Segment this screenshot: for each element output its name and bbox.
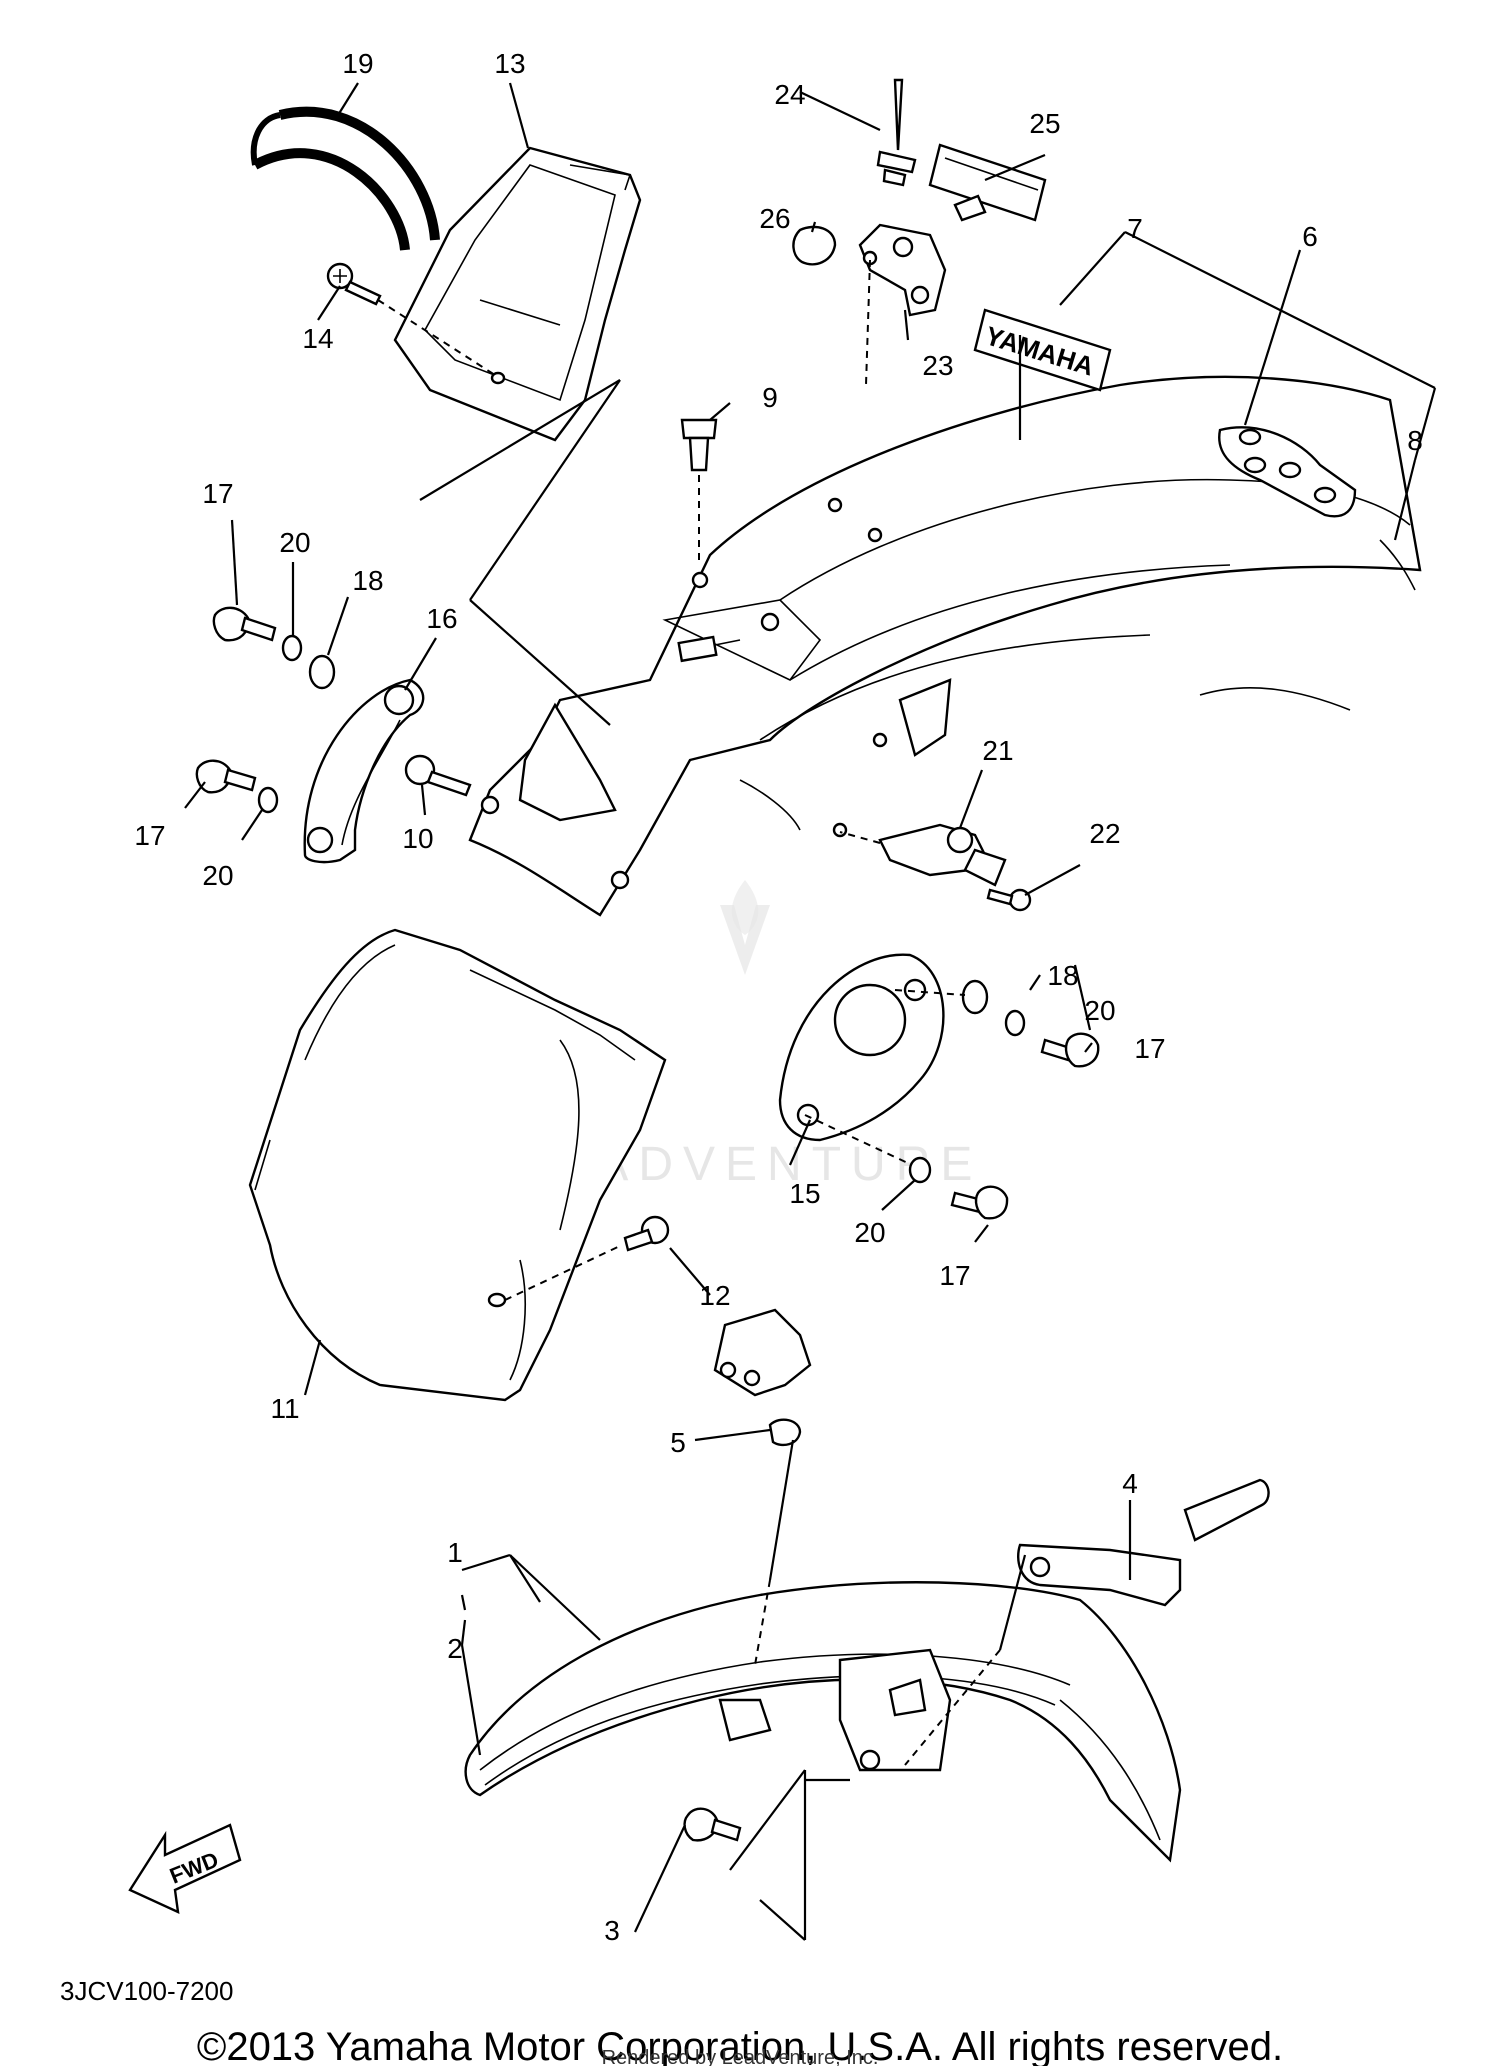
fwd-arrow-icon: FWD	[128, 1823, 242, 1915]
callout-labels: 19 13 14 24 25 26 23 7 6 8 9 17 20 18 16…	[134, 48, 1422, 1946]
part-24-bolt	[876, 78, 917, 187]
callout-20b: 20	[202, 860, 233, 891]
callout-2: 2	[447, 1633, 463, 1664]
part-20-washer-right-bottom	[908, 1156, 932, 1184]
callout-16: 16	[426, 603, 457, 634]
callout-21: 21	[982, 735, 1013, 766]
part-22-screw	[986, 888, 1032, 912]
callout-25: 25	[1029, 108, 1060, 139]
callout-14: 14	[302, 323, 333, 354]
callout-11: 11	[270, 1393, 299, 1424]
part-17-bolt-right-bottom	[950, 1185, 1009, 1220]
callout-10: 10	[402, 823, 433, 854]
part-23-bracket	[858, 223, 947, 317]
part-18-collar-right	[961, 979, 989, 1015]
callout-4: 4	[1122, 1468, 1138, 1499]
callout-9: 9	[762, 382, 778, 413]
part-21-lamp-bracket	[878, 823, 1007, 887]
callout-17a: 17	[202, 478, 233, 509]
callout-20d: 20	[854, 1217, 885, 1248]
part-6-plate	[1218, 426, 1357, 518]
front-fender	[464, 1581, 1182, 1863]
callout-7: 7	[1127, 213, 1143, 244]
part-10-bolt	[404, 754, 472, 797]
rendered-by-text: Rendered by LeadVenture, Inc.	[602, 2047, 879, 2066]
callout-20a: 20	[279, 527, 310, 558]
callout-13: 13	[494, 48, 525, 79]
part-7-decal: YAMAHA	[973, 308, 1112, 392]
part-17-bolt-right-top	[1040, 1032, 1100, 1068]
copyright-text: ©2013 Yamaha Motor Corporation, U.S.A. A…	[197, 2025, 1283, 2066]
part-5-bracket	[713, 1308, 812, 1447]
part-20-washer-right-top	[1004, 1009, 1026, 1037]
callout-8: 8	[1407, 425, 1423, 456]
part-12-bolt	[623, 1215, 670, 1252]
part-13-tray	[393, 146, 642, 442]
callout-17d: 17	[939, 1260, 970, 1291]
callout-17b: 17	[134, 820, 165, 851]
part-18-collar-left	[308, 654, 336, 690]
leader-lines	[184, 82, 1437, 1941]
part-9-bolt	[680, 418, 718, 472]
callout-12: 12	[699, 1280, 730, 1311]
callout-18a: 18	[352, 565, 383, 596]
part-11-mud-flap	[248, 928, 667, 1402]
part-14-screw	[326, 262, 382, 306]
part-25-reflector	[928, 143, 1047, 222]
part-26-nut	[792, 225, 837, 266]
callout-17c: 17	[1134, 1033, 1165, 1064]
part-17-bolt-left-bottom	[195, 759, 257, 794]
part-16-bracket	[303, 678, 425, 864]
part-3-bolt	[683, 1807, 742, 1842]
part-19-rubber-strip	[250, 106, 440, 251]
callout-20c: 20	[1084, 995, 1115, 1026]
rear-fender	[468, 375, 1422, 917]
callout-1: 1	[447, 1537, 463, 1568]
callout-19: 19	[342, 48, 373, 79]
part-17-bolt-left-top	[212, 606, 277, 642]
part-20-washer-left-bottom	[257, 786, 279, 814]
part-20-washer-left-top	[281, 634, 303, 662]
callout-5: 5	[670, 1427, 686, 1458]
callout-24: 24	[774, 79, 805, 110]
diagram-code: 3JCV100-7200	[60, 1976, 233, 2006]
part-4-bracket	[1017, 1478, 1270, 1607]
callout-18b: 18	[1047, 960, 1078, 991]
callout-26: 26	[759, 203, 790, 234]
callout-15: 15	[789, 1178, 820, 1209]
part-15-bracket	[778, 953, 945, 1142]
callout-23: 23	[922, 350, 953, 381]
callout-22: 22	[1089, 818, 1120, 849]
callout-3: 3	[604, 1915, 620, 1946]
callout-6: 6	[1302, 221, 1318, 252]
